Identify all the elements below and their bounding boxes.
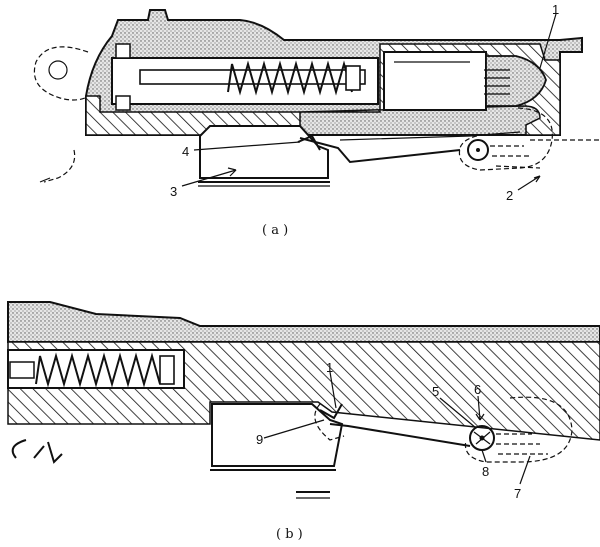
leader-hammer-a: [39, 177, 51, 183]
trigger-bar-b: [329, 423, 471, 447]
label-3-a: 3: [170, 184, 177, 199]
label-9-b: 9: [256, 432, 263, 447]
trigger-bar-a: [299, 137, 461, 164]
label-7-b: 7: [514, 486, 521, 501]
leader-8-b: [481, 449, 487, 463]
leader-1-a: [539, 13, 557, 69]
leader-4-a: [193, 141, 301, 151]
leader-5-b: [439, 397, 477, 429]
leader-1-b: [329, 371, 337, 409]
leader-3-a: [181, 167, 237, 187]
leader-6-b: [475, 395, 485, 421]
disconnector-a: [458, 107, 600, 171]
trigger-housing-a: [199, 125, 329, 179]
recoil-spring-b: [35, 352, 161, 388]
slide-body-b: [7, 301, 600, 343]
label-8-b: 8: [482, 464, 489, 479]
cartridge-a: [383, 51, 547, 111]
label-1-b: 1: [326, 360, 333, 375]
label-4-a: 4: [182, 144, 189, 159]
caption-b: ( b ): [276, 527, 303, 542]
label-5-b: 5: [432, 384, 439, 399]
label-1-a: 1: [552, 2, 559, 17]
recoil-spring-a: [227, 60, 353, 96]
figure-a: 1 4 3 2 ( a ): [33, 2, 600, 238]
caption-a: ( a ): [262, 223, 288, 238]
leader-9-b: [263, 419, 325, 439]
stray-mark-left: [11, 439, 27, 459]
stray-mark-right: [33, 441, 63, 464]
label-2-a: 2: [506, 188, 513, 203]
hammer-ring-a: [33, 46, 95, 183]
trigger-housing-b: [211, 403, 344, 467]
label-6-b: 6: [474, 382, 481, 397]
leader-2-a: [517, 175, 541, 191]
leader-7-b: [519, 455, 531, 485]
figure-b: 1 9 5 6 8 7 ( b ): [7, 301, 600, 542]
